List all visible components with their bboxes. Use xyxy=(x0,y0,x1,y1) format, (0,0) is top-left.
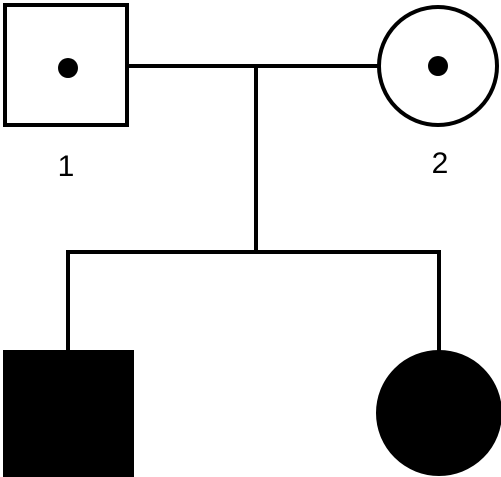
affected-male-square xyxy=(3,350,134,477)
individual-1-carrier-male xyxy=(3,3,129,127)
carrier-dot xyxy=(428,56,448,76)
individual-2-carrier-female xyxy=(377,5,499,127)
individual-label-2: 2 xyxy=(432,147,449,180)
affected-female-circle xyxy=(376,350,501,476)
carrier-dot xyxy=(58,58,78,78)
individual-label-1: 1 xyxy=(58,150,75,183)
